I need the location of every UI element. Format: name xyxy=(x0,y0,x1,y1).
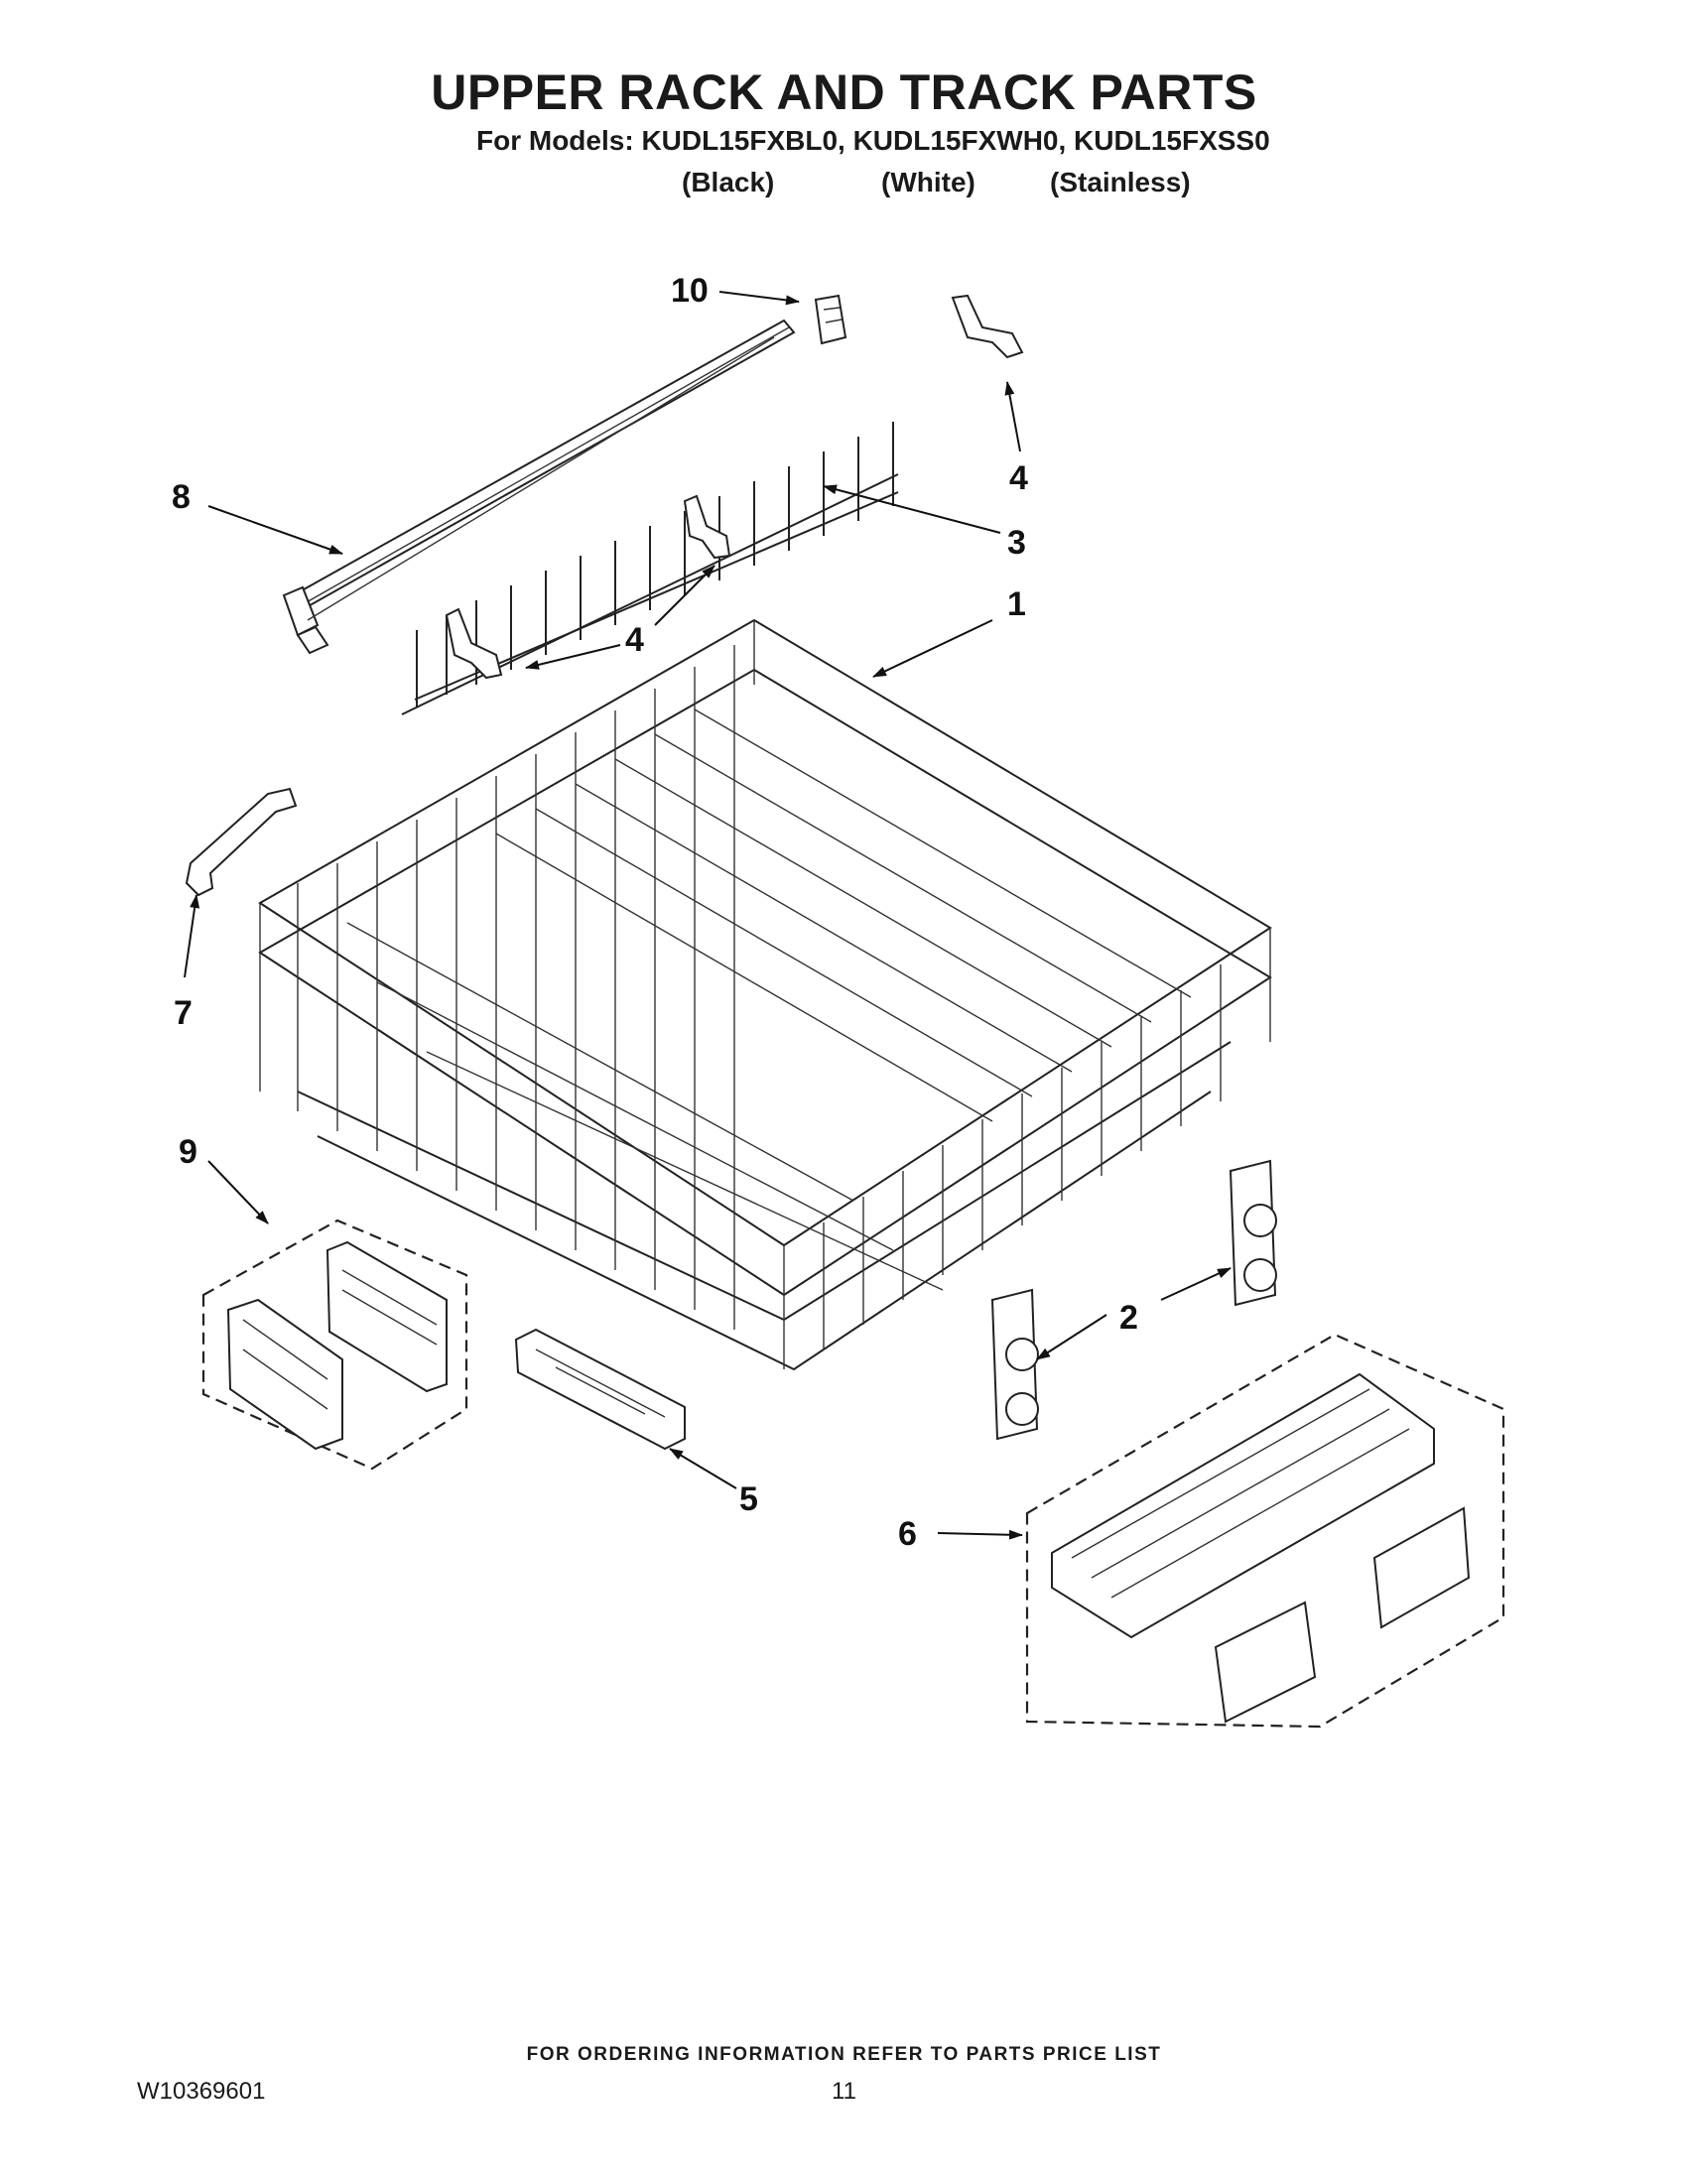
callout-1: 1 xyxy=(1007,585,1026,623)
track-rail-part-8 xyxy=(282,319,796,655)
callout-2: 2 xyxy=(1119,1299,1138,1337)
rack-wheel-part-2-right xyxy=(1229,1159,1277,1307)
color-stainless: (Stainless) xyxy=(1050,167,1191,197)
page-number: 11 xyxy=(832,2078,856,2105)
callout-9: 9 xyxy=(179,1133,197,1171)
callout-10: 10 xyxy=(671,272,709,310)
tine-clip-part-4-middle xyxy=(683,494,731,560)
color-black: (Black) xyxy=(682,167,775,197)
cup-shelf-assembly-part-6 xyxy=(1025,1333,1505,1729)
callout-6: 6 xyxy=(898,1515,917,1553)
callout-7: 7 xyxy=(174,994,193,1032)
document-number: W10369601 xyxy=(137,2078,266,2105)
upper-rack-basket-part-1 xyxy=(258,618,1272,1371)
leader-lines xyxy=(184,291,1232,1540)
ordering-note: FOR ORDERING INFORMATION REFER TO PARTS … xyxy=(526,2044,1162,2065)
callout-3: 3 xyxy=(1007,524,1026,562)
color-white: (White) xyxy=(881,167,975,197)
handle-assembly-part-9 xyxy=(201,1219,468,1471)
tine-clip-part-4-lower xyxy=(445,607,503,680)
rack-wheel-part-2-left xyxy=(990,1288,1039,1441)
callout-4-upper: 4 xyxy=(1009,459,1028,497)
tine-clip-part-4-upper xyxy=(951,294,1024,359)
callout-5: 5 xyxy=(739,1480,758,1518)
models-line: For Models: KUDL15FXBL0, KUDL15FXWH0, KU… xyxy=(476,125,1270,156)
callout-8: 8 xyxy=(172,478,191,516)
tine-row-part-3 xyxy=(401,422,899,715)
rack-bumper-part-7 xyxy=(185,787,298,897)
page-title: UPPER RACK AND TRACK PARTS xyxy=(431,64,1257,120)
adjuster-part-5 xyxy=(514,1328,686,1451)
callout-4-lower: 4 xyxy=(625,621,644,659)
clip-part-10 xyxy=(814,294,847,345)
